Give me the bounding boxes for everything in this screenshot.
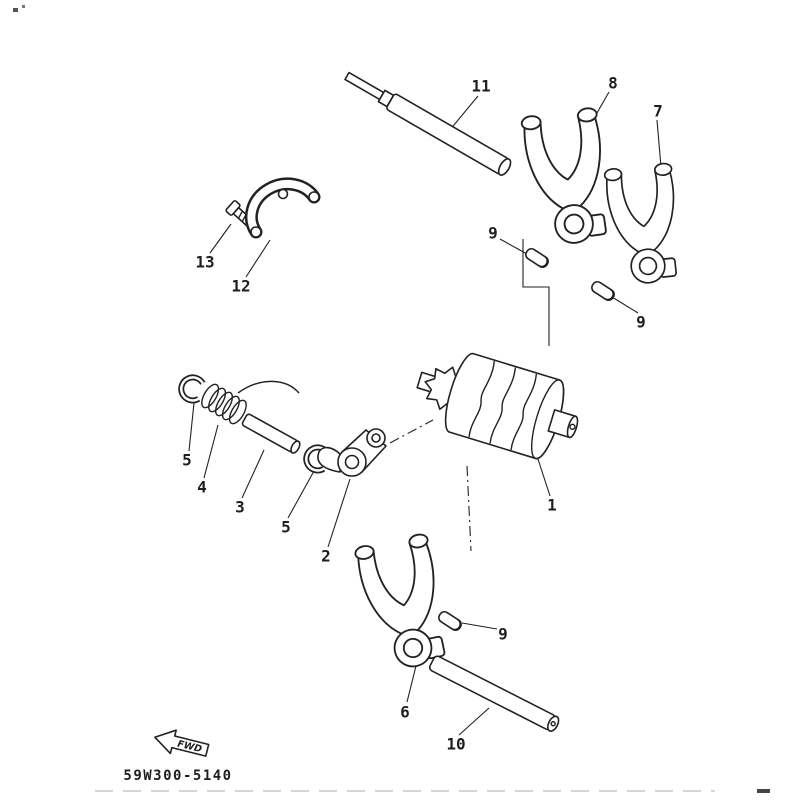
shift-fork-part-7 — [603, 161, 685, 288]
callout-5-left: 5 — [182, 450, 192, 470]
callout-10: 10 — [446, 734, 466, 754]
shift-cam-part — [416, 352, 579, 460]
part-number: 59W300-5140 — [123, 768, 233, 784]
callout-9-lower: 9 — [498, 624, 508, 644]
shift-fork-part-6 — [353, 532, 454, 675]
callout-7: 7 — [653, 101, 663, 121]
callout-12: 12 — [231, 276, 251, 296]
callout-6: 6 — [400, 702, 410, 722]
callout-11: 11 — [471, 76, 491, 96]
callout-2: 2 — [321, 546, 331, 566]
callout-9-upper: 9 — [488, 223, 498, 243]
shift-pin-part — [241, 413, 301, 454]
scan-artifacts — [13, 5, 770, 793]
dowel-pin-part-b — [589, 279, 617, 303]
callout-13: 13 — [195, 252, 215, 272]
shift-shaft-part — [344, 71, 512, 176]
center-lines — [389, 239, 550, 552]
callout-3: 3 — [235, 497, 245, 517]
callout-4: 4 — [197, 477, 207, 497]
stopper-bracket-part — [244, 177, 321, 239]
circlip-part-left — [179, 375, 204, 402]
spring-part — [201, 380, 300, 425]
callout-9-right: 9 — [636, 312, 646, 332]
callout-5-mid: 5 — [281, 517, 291, 537]
fork-guide-bar-part — [428, 655, 560, 732]
dowel-pin-part-a — [523, 246, 551, 270]
shift-link-part — [317, 428, 387, 477]
callout-8: 8 — [608, 73, 618, 93]
fwd-arrow: FWD — [154, 729, 210, 757]
shift-fork-part-8 — [519, 106, 615, 249]
callout-1: 1 — [547, 495, 557, 515]
dowel-pin-part-c — [436, 609, 464, 633]
